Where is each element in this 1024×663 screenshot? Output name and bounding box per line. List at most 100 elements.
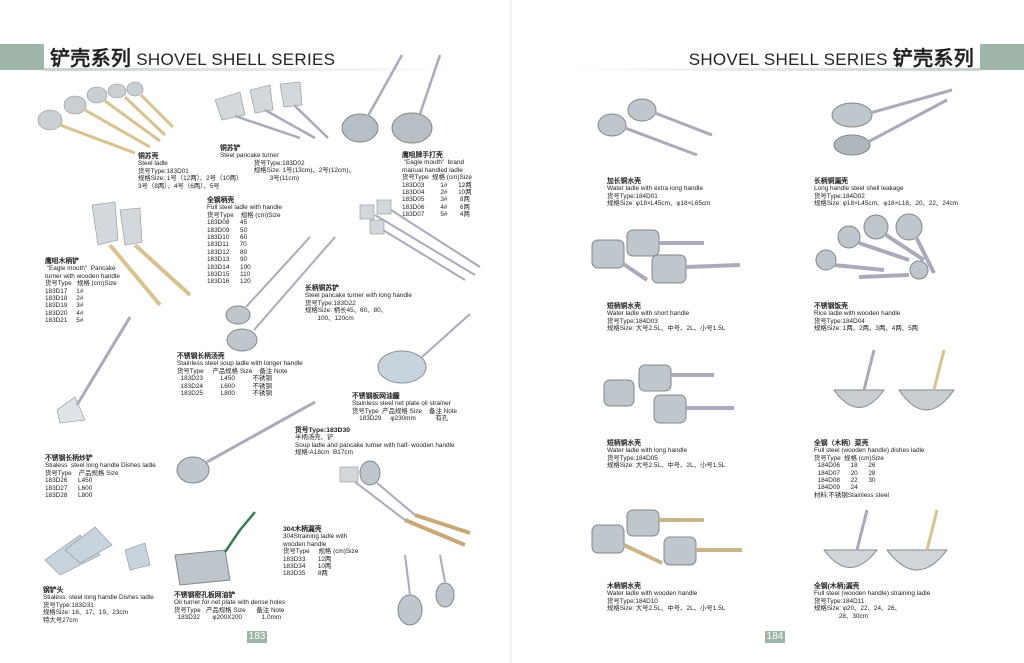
product-detail-line: 183D17 1# [45, 287, 84, 295]
product-detail-line: 183D10 60 [207, 234, 248, 242]
product-detail-line: 货号Type 产品规格 Size 备注 Note [352, 407, 458, 415]
product-detail-line: 100、120cm [305, 314, 354, 322]
product-detail-line: Full steel ladle with handle [207, 204, 282, 212]
extra-long-water-ladle-illustration [597, 98, 713, 157]
product-detail-line: 货号Type:183D02 [220, 159, 305, 167]
product-detail-line: 货号Type:183D22 [305, 299, 356, 307]
product-detail-line: Rice ladle with wooden handle [814, 310, 901, 318]
half-wooden-handle-illustration [339, 460, 471, 547]
product-detail-line: 规格:A18cm B17cm [295, 449, 353, 457]
product-detail-line: 184D07 20 28 [814, 469, 876, 477]
product-detail-line: 规格Size: φ18×L45cm、φ18×L18、20、22、24cm [814, 200, 958, 208]
product-detail-line: 184D06 18 26 [814, 462, 876, 470]
product-detail-line: 183D23 L450 不锈钢 [177, 375, 272, 383]
product-detail-line: 特大号27cm [43, 616, 78, 624]
product-detail-line: 货号Type:184D10 [607, 597, 658, 605]
pancake-turner-illustration [214, 81, 329, 140]
product-name: 304木柄漏壳 [283, 526, 322, 533]
product-detail-line: Stainless steel soup ladle with longer h… [177, 360, 303, 368]
product-name: 木柄铜水壳 [607, 583, 641, 590]
product-detail-line: 183D28 L800 [45, 492, 93, 500]
product-detail-line: 货号Type 规格 (cm)Size [814, 454, 884, 462]
product-detail-line: 183D25 L800 不锈钢 [177, 390, 272, 398]
product-name: 长柄铜漏壳 [814, 178, 848, 185]
product-detail-line: 货号Type 规格 (cm)Size [283, 548, 359, 556]
steel-shell-leakage-illustration [831, 88, 953, 156]
product-detail-line: 183D11 70 [207, 241, 247, 249]
product-name: 钢铲头 [43, 587, 64, 594]
product-name: 全钢柄壳 [207, 197, 235, 204]
shovel-heads-illustration [44, 526, 151, 576]
product-detail-line: Steel pancake turner [220, 152, 279, 160]
product-detail-line: 183D27 L600 [45, 484, 93, 492]
title-cn: 铲壳系列 [50, 48, 132, 70]
header-underline [562, 68, 980, 71]
product-detail-line: 183D18 2# [45, 295, 84, 303]
product-name: 不锈钢长柄炒铲 [45, 455, 93, 462]
product-detail-line: 183D13 90 [207, 256, 248, 264]
soup-ladle-illustration [176, 400, 316, 484]
product-detail-line: 183D35 8两 [283, 570, 328, 578]
product-name: 短柄铜水壳 [607, 440, 641, 447]
eagle-mouth-turner-illustration [91, 201, 192, 307]
product-detail-line: 货号Type 规格 (cm)Size [45, 280, 117, 288]
page-number: 184 [765, 631, 785, 643]
product-detail-line: 183D16 120 [207, 278, 251, 286]
product-detail-line: 183D04 2# 10两 [402, 189, 472, 197]
product-detail-line: 183D20 4# [45, 309, 84, 317]
product-detail-line: turner with wooden handle [45, 272, 120, 280]
product-detail-line: Long handle steel shell leakage [814, 185, 904, 193]
product-detail-line: "Eagle mouth" brand [402, 159, 465, 167]
product-detail-line: 规格Size: φ20、22、24、26、 [814, 605, 901, 613]
rice-ladle-illustration [815, 213, 936, 280]
product-detail-line: Oil turner for net plate with dense hole… [174, 599, 286, 607]
short-handle-water-ladle-illustration [591, 229, 741, 284]
product-detail-line: 货号Type:184D03 [607, 317, 658, 325]
header-accent-bar [0, 44, 44, 70]
product-detail-line: Stialess steel long handle Dishes ladle [43, 594, 154, 602]
product-detail-line: 货号Type 规格 (cm)Size [207, 211, 281, 219]
product-detail-line: 183D06 4# 6两 [402, 203, 470, 211]
steel-ladle-illustration [37, 81, 175, 155]
product-detail-line: Full steel (wooden handle) dishes ladle [814, 447, 925, 455]
product-detail-line: 货号Type 产品规格 Size 备注 Note [177, 367, 288, 375]
product-name: 加长铜水壳 [607, 178, 641, 185]
product-detail-line: "Eagle mouth" Pancake [45, 265, 116, 273]
product-detail-line: 半柄汤壳、铲 [295, 434, 334, 442]
title-en: SHOVEL SHELL SERIES [136, 50, 336, 69]
product-detail-line: 规格Size: 大号2.5L、中号、2L、小号1.5L [607, 605, 726, 613]
long-handle-water-ladle-illustration [603, 364, 734, 424]
straining-ladle-wooden-illustration [823, 509, 949, 571]
product-detail-line: 183D03 1# 12两 [402, 181, 472, 189]
page-title: SHOVEL SHELL SERIES 铲壳系列 [689, 42, 974, 71]
wooden-handle-water-ladle-illustration [591, 509, 742, 566]
product-detail-line: 183D33 12两 [283, 555, 332, 563]
product-name: 铜苏壳 [138, 153, 159, 160]
product-detail-line: 184D08 22 30 [814, 477, 876, 485]
product-detail-line: Steel ladle [138, 160, 168, 168]
product-name: 短柄铜水壳 [607, 303, 641, 310]
title-en: SHOVEL SHELL SERIES [688, 50, 888, 69]
product-detail-line: 183D05 3# 8两 [402, 196, 470, 204]
product-detail-line: Water ladle with extra long handle [607, 185, 704, 193]
product-detail-line: 184D09 24 [814, 484, 858, 492]
long-dishes-ladle-illustration [56, 316, 132, 424]
product-detail-line: Water ladle with short handle [607, 310, 690, 318]
page-title: 铲壳系列 SHOVEL SHELL SERIES [50, 42, 335, 71]
long-handle-turner-illustration [359, 199, 481, 281]
product-detail-line: 货号Type:184D05 [607, 454, 658, 462]
product-detail-line: 规格Size: 1号（12两）、2号（10两） [138, 175, 243, 183]
product-detail-line: manual handled ladle [402, 166, 463, 174]
